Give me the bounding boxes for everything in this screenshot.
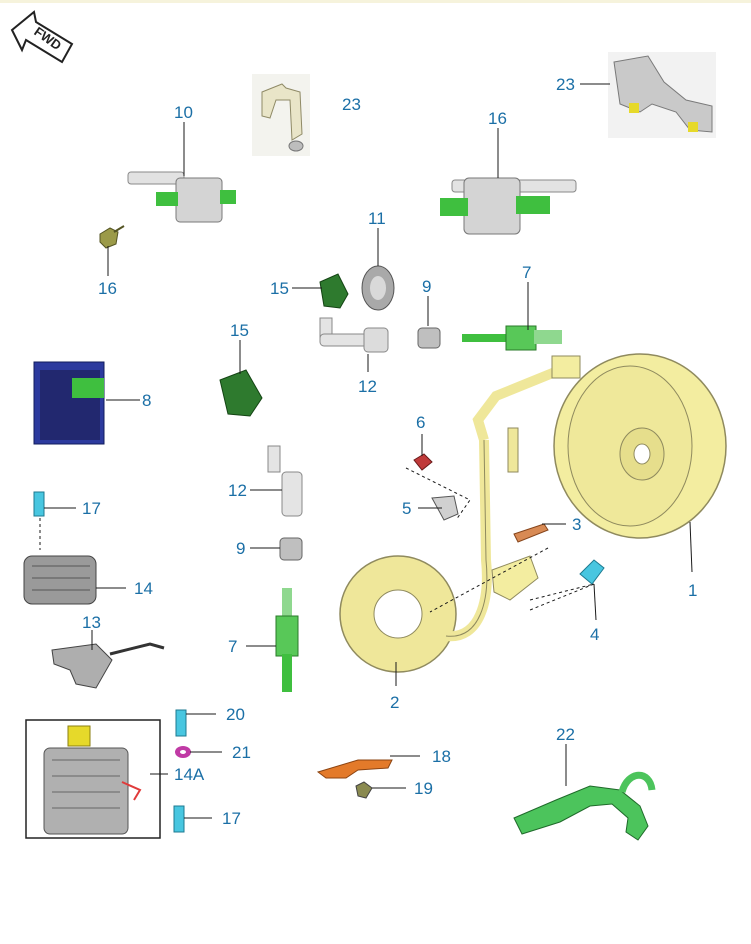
callout-21: 21: [232, 743, 251, 762]
callout-2: 2: [390, 693, 399, 712]
bolt-17-lower: [173, 805, 185, 833]
bracket-23-small: [252, 74, 310, 156]
callout-12-upper: 12: [358, 377, 377, 396]
callout-17-upper: 17: [82, 499, 101, 518]
callout-23-right: 23: [556, 75, 575, 94]
ignition-coil-16: [440, 177, 577, 235]
stator-2: [339, 355, 581, 673]
cap-9-lower: [279, 537, 303, 561]
callout-19: 19: [414, 779, 433, 798]
callout-15-lower: 15: [230, 321, 249, 340]
callout-3: 3: [572, 515, 581, 534]
bolt-3: [513, 523, 549, 543]
callout-16-left: 16: [98, 279, 117, 298]
switch-13: [51, 642, 165, 689]
callout-8: 8: [142, 391, 151, 410]
ignition-coil-10: [127, 171, 236, 223]
callout-18: 18: [432, 747, 451, 766]
spark-plug-7-vertical: [275, 588, 299, 692]
callout-13: 13: [82, 613, 101, 632]
pulsar-coil: [491, 555, 539, 601]
regulator-14: [23, 555, 97, 605]
callout-7-upper: 7: [522, 263, 531, 282]
callout-22: 22: [556, 725, 575, 744]
fwd-arrow-icon: FWD: [10, 10, 74, 64]
wire-clamp-5: [431, 495, 459, 521]
callout-12-lower: 12: [228, 481, 247, 500]
callout-9-upper: 9: [422, 277, 431, 296]
callout-7-lower: 7: [228, 637, 237, 656]
bolt-20: [175, 709, 187, 737]
callout-17-lower: 17: [222, 809, 241, 828]
cdi-unit-8: [33, 361, 105, 445]
callout-23-top: 23: [342, 95, 361, 114]
callout-1: 1: [688, 581, 697, 600]
screw-6: [413, 453, 433, 471]
bolt-16-small: [99, 225, 125, 249]
bolt-4: [579, 559, 605, 585]
callout-20: 20: [226, 705, 245, 724]
washer-21: [175, 746, 191, 758]
plug-boot-12-upper: [319, 317, 389, 353]
callout-6: 6: [416, 413, 425, 432]
plug-boot-12-lower: [267, 445, 303, 517]
cap-9-upper: [417, 327, 441, 349]
callout-15-upper: 15: [270, 279, 289, 298]
top-border: [0, 0, 751, 3]
callout-5: 5: [402, 499, 411, 518]
callout-14: 14: [134, 579, 153, 598]
spark-cap-15-lower: [219, 369, 263, 417]
bracket-22: [513, 771, 656, 841]
spark-cap-15-upper: [319, 273, 349, 309]
plug-cap-11: [361, 265, 395, 311]
bolt-19: [355, 781, 373, 799]
callout-14a: 14A: [174, 765, 205, 784]
bolt-17-upper: [33, 491, 45, 517]
spark-plug-7-horizontal: [462, 325, 562, 351]
callout-16-right: 16: [488, 109, 507, 128]
callout-11: 11: [368, 209, 386, 228]
bracket-23-large: [608, 52, 716, 138]
callout-9-lower: 9: [236, 539, 245, 558]
bracket-18: [316, 759, 393, 779]
flywheel-1: [553, 353, 727, 539]
regulator-14a-box: [25, 719, 161, 839]
callout-10: 10: [174, 103, 193, 122]
callout-4: 4: [590, 625, 599, 644]
